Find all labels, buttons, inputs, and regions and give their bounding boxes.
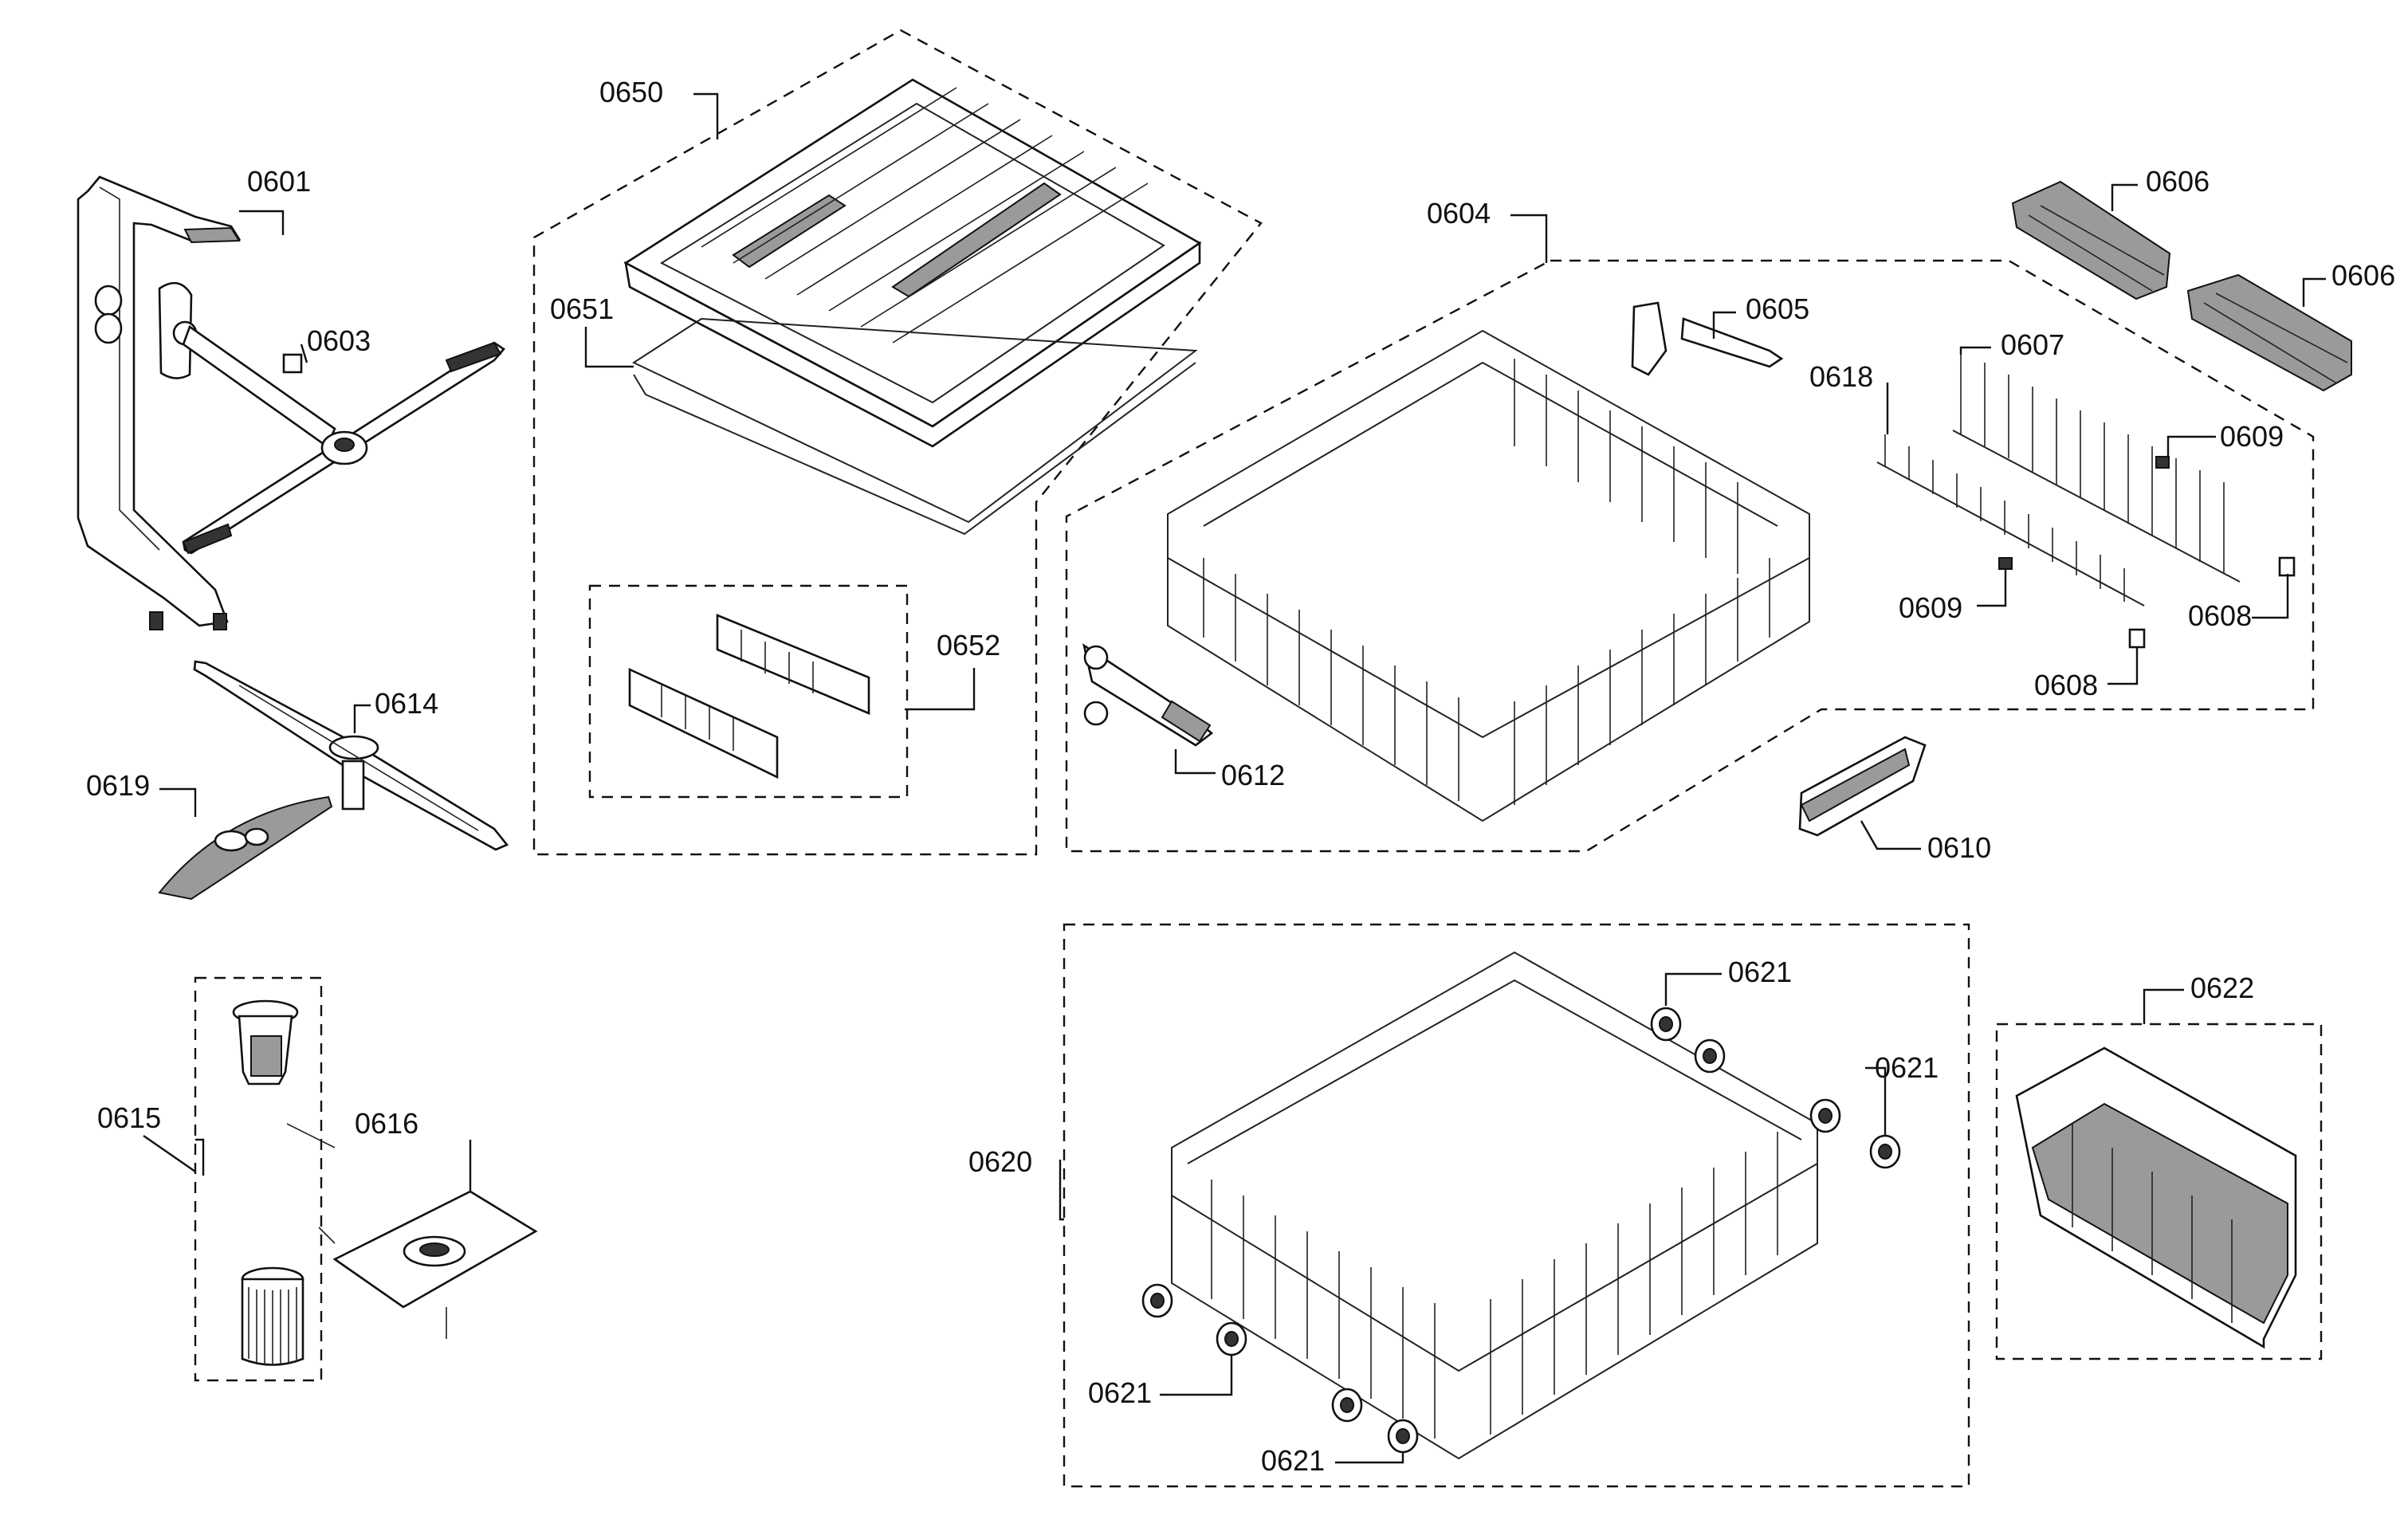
callout-0621-d: 0621 xyxy=(1261,1444,1325,1477)
rack-adjuster-part-0605 xyxy=(1631,301,1784,376)
callout-0618: 0618 xyxy=(1809,360,1873,393)
callout-0601: 0601 xyxy=(247,165,311,198)
supply-tube-part-0601 xyxy=(77,175,242,630)
callout-0604: 0604 xyxy=(1427,197,1491,230)
tray-rail-frame-part-0651 xyxy=(631,317,1198,536)
upper-spray-arm-part-0603 xyxy=(158,281,505,555)
lower-spray-arm-part-0614 xyxy=(193,660,509,851)
group-0622-boundary xyxy=(1995,1023,2323,1360)
leader-lines xyxy=(143,92,2326,1464)
rack-adjuster-part-0612 xyxy=(1082,643,1214,747)
group-0652-boundary xyxy=(588,584,909,799)
callout-0606-a: 0606 xyxy=(2146,165,2210,198)
callout-0650: 0650 xyxy=(599,76,663,108)
callout-0615: 0615 xyxy=(97,1101,161,1134)
micro-filter-part-0615 xyxy=(232,999,304,1366)
callout-0614: 0614 xyxy=(375,687,438,720)
rack-wheels-part-0621 xyxy=(1141,1007,1901,1454)
group-0604-boundary xyxy=(1065,259,2315,853)
callout-0620: 0620 xyxy=(968,1145,1032,1178)
callout-0610: 0610 xyxy=(1927,831,1991,864)
clip-part-0608-b xyxy=(2128,628,2146,649)
clip-part-0609-b xyxy=(1998,557,2013,570)
callout-0652: 0652 xyxy=(937,629,1000,662)
callout-0607: 0607 xyxy=(2001,328,2064,361)
rail-clips-part-0652 xyxy=(628,614,870,779)
tine-row-part-0618 xyxy=(1876,434,2145,607)
callout-0621-a: 0621 xyxy=(1728,956,1792,988)
callout-0612: 0612 xyxy=(1221,759,1285,791)
callout-0606-b: 0606 xyxy=(2331,259,2395,292)
callout-0608-a: 0608 xyxy=(2188,599,2252,632)
clip-part-0609-a xyxy=(2155,456,2170,469)
filter-cover-part-0619 xyxy=(158,795,333,901)
rack-handle-part-0610 xyxy=(1798,736,1927,837)
callout-0608-b: 0608 xyxy=(2034,669,2098,701)
filter-plate-part-0616 xyxy=(286,1123,538,1339)
callout-0616: 0616 xyxy=(355,1107,418,1140)
group-0620-boundary xyxy=(1063,923,1970,1488)
callout-0609-b: 0609 xyxy=(1899,591,1962,624)
callout-0619: 0619 xyxy=(86,769,150,802)
callout-0651: 0651 xyxy=(550,292,614,325)
group-0650-boundary xyxy=(532,29,1263,856)
clip-part-0608-a xyxy=(2278,556,2296,577)
cutlery-basket-part-0622 xyxy=(2015,1046,2297,1349)
callout-0622: 0622 xyxy=(2190,972,2254,1004)
callout-0605: 0605 xyxy=(1746,292,1809,325)
callout-0621-c: 0621 xyxy=(1088,1376,1152,1409)
tine-strip-part-0606-b xyxy=(2186,273,2352,392)
callout-0609-a: 0609 xyxy=(2220,420,2284,453)
callout-0603: 0603 xyxy=(307,324,371,357)
lower-rack-part-0620 xyxy=(1171,951,1818,1460)
group-0615-boundary xyxy=(194,976,323,1382)
third-rack-tray-part-0650 xyxy=(623,78,1202,448)
tine-strip-part-0606-a xyxy=(2011,180,2171,300)
callout-0621-b: 0621 xyxy=(1875,1051,1939,1084)
tine-row-part-0607 xyxy=(1952,351,2241,583)
upper-rack-part-0604 xyxy=(1167,329,1810,822)
